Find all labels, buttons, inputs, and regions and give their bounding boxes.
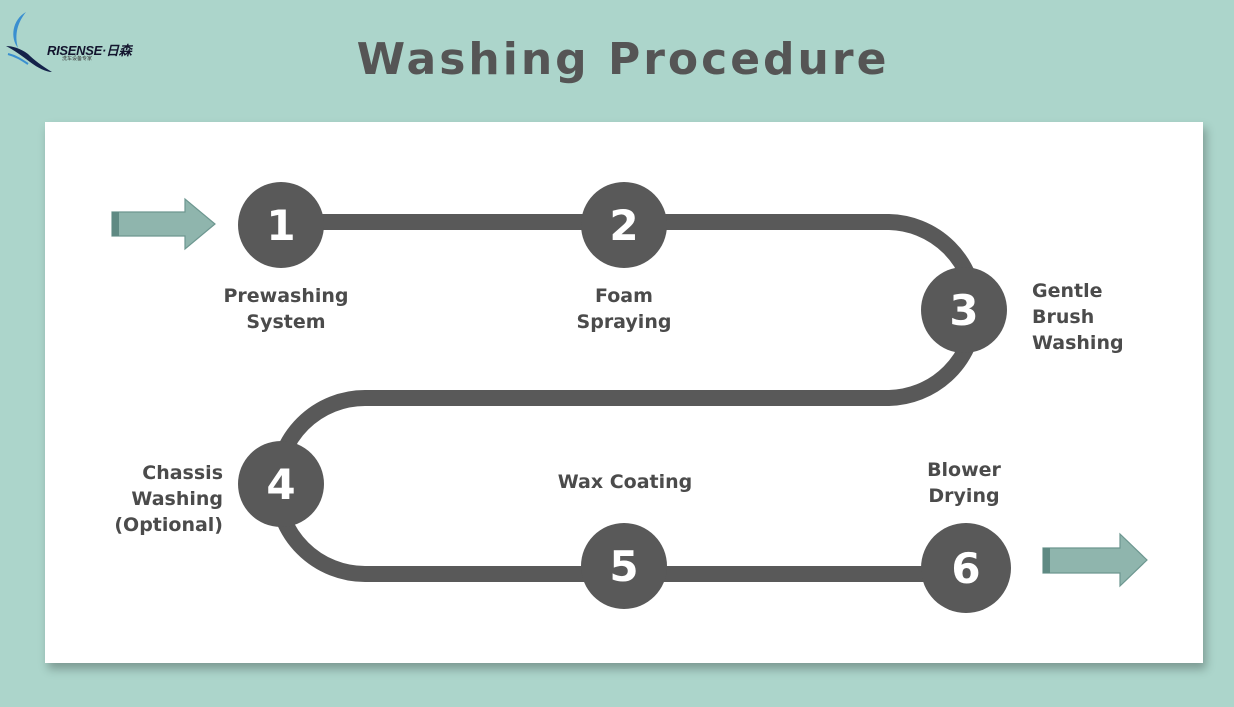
page-title: Washing Procedure bbox=[356, 34, 890, 85]
step-6-number: 6 bbox=[951, 544, 980, 593]
step-5-label: Wax Coating bbox=[557, 471, 693, 493]
logo-tagline: 洗车设备专家 bbox=[62, 56, 93, 62]
step-2-number: 2 bbox=[609, 201, 638, 250]
logo-name: RISENSE·日森 bbox=[47, 43, 132, 58]
step-4-label: Chassis Washing (Optional) bbox=[114, 462, 223, 536]
step-5-badge: 5 bbox=[581, 523, 667, 609]
step-5-number: 5 bbox=[609, 542, 638, 591]
step-3-number: 3 bbox=[949, 286, 978, 335]
step-1-number: 1 bbox=[266, 201, 295, 250]
step-6-badge: 6 bbox=[921, 523, 1011, 613]
step-4-badge: 4 bbox=[238, 441, 324, 527]
logo-swoosh-icon bbox=[6, 12, 52, 72]
step-1-label: Prewashing System bbox=[223, 285, 349, 333]
process-track bbox=[269, 214, 983, 582]
step-3-label: Gentle Brush Washing bbox=[1032, 280, 1124, 354]
step-2-badge: 2 bbox=[581, 182, 667, 268]
step-6-label: Blower Drying bbox=[927, 459, 1001, 507]
step-3-badge: 3 bbox=[921, 267, 1007, 353]
procedure-diagram: 1 2 3 4 5 6 bbox=[111, 182, 1148, 613]
step-4-number: 4 bbox=[266, 460, 295, 509]
start-arrow-icon bbox=[111, 197, 216, 251]
step-1-badge: 1 bbox=[238, 182, 324, 268]
risense-logo: RISENSE·日森 洗车设备专家 bbox=[4, 10, 144, 74]
procedure-panel: 1 2 3 4 5 6 Prewashing System Foam Spray… bbox=[45, 122, 1203, 663]
step-2-label: Foam Spraying bbox=[576, 285, 672, 333]
end-arrow-icon bbox=[1042, 532, 1148, 588]
